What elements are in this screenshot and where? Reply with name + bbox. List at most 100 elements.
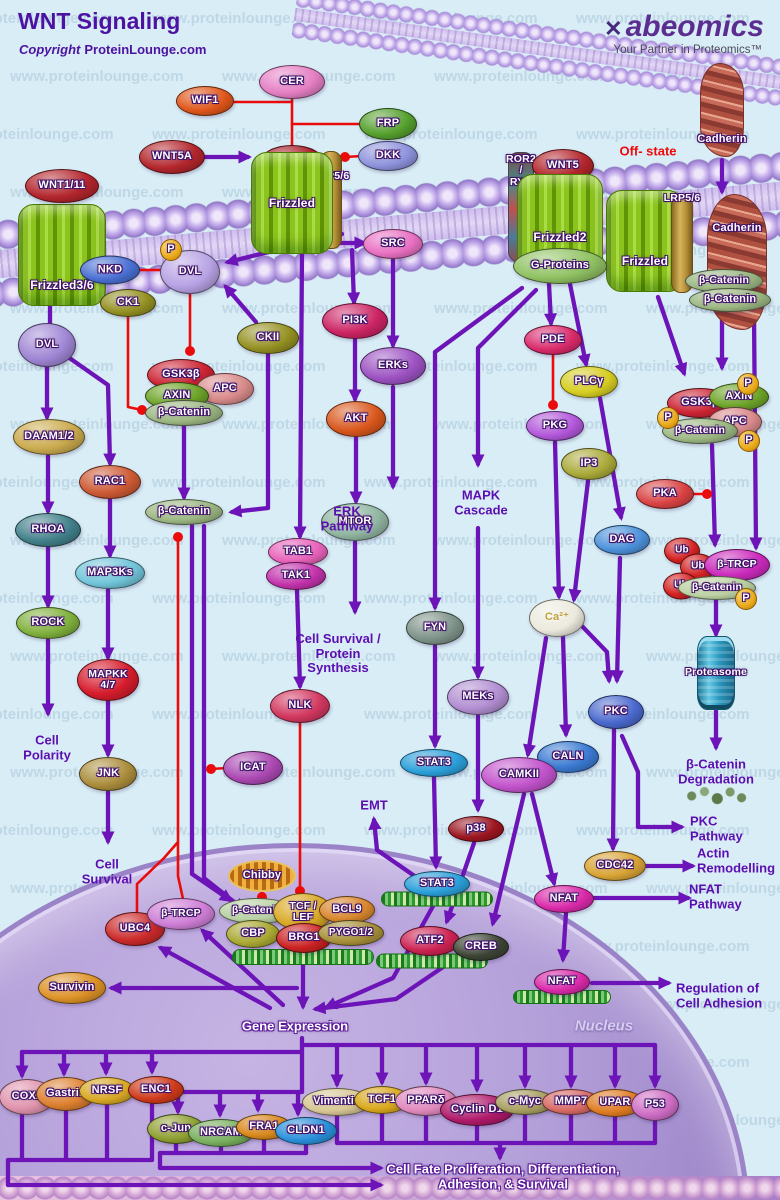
watermark-text: www.proteinlounge.com	[364, 590, 538, 607]
node-frp-label: FRP	[376, 117, 400, 130]
watermark-text: www.proteinlounge.com	[434, 300, 608, 317]
node-pde-label: PDE	[541, 333, 565, 346]
arrow-line-45	[619, 733, 685, 834]
watermark-text: www.proteinlounge.com	[576, 822, 750, 839]
node-creb: CREB	[453, 933, 509, 961]
node-degradation-debris	[684, 785, 748, 807]
node-tcf-lef-label: TCF / LEF	[289, 899, 317, 923]
node-nfat-nucleus-label: NFAT	[547, 975, 577, 988]
logo-tagline: Your Partner in Proteomics™	[613, 44, 762, 56]
watermark-text: www.proteinlounge.com	[576, 938, 750, 955]
node-beta-trcp-nucleus: β-TRCP	[147, 898, 215, 930]
node-gsk3b-right-label: GSK3β	[681, 396, 719, 409]
node-nfat-nucleus: NFAT	[534, 969, 590, 995]
arrow-line-20	[293, 249, 307, 540]
node-brg1-label: BRG1	[288, 931, 320, 944]
watermark-text: www.proteinlounge.com	[152, 590, 326, 607]
node-ck1: CK1	[100, 289, 156, 317]
node-beta-catenin-free: β-Catenin	[145, 499, 223, 525]
watermark-text: www.proteinlounge.com	[364, 474, 538, 491]
node-daam1-2: DAAM1/2	[13, 419, 85, 455]
node-frizzled-right-label: Frizzled	[621, 253, 669, 268]
node-cldn1-label: CLDN1	[287, 1124, 325, 1137]
node-axin-label: AXIN	[163, 389, 191, 402]
node-tak1: TAK1	[266, 562, 326, 590]
node-p53: P53	[631, 1089, 679, 1121]
pathway-label-9: Regulation of Cell Adhesion	[676, 980, 763, 1010]
watermark-text: www.proteinlounge.com	[0, 10, 114, 27]
node-stat3-cytosol: STAT3	[400, 749, 468, 777]
node-pygo1-2-label: PYGO1/2	[328, 926, 374, 938]
node-tcf1-label: TCF1	[367, 1093, 397, 1106]
node-dkk: DKK	[358, 141, 418, 171]
node-c-jun-label: c-Jun	[160, 1122, 192, 1135]
node-ip3: IP3	[561, 448, 617, 480]
watermark-text: www.proteinlounge.com	[152, 10, 326, 27]
node-pi3k: PI3K	[322, 303, 388, 339]
nucleus	[0, 843, 750, 1200]
node-akt: AKT	[326, 401, 386, 437]
node-beta-catenin-complex: β-Catenin	[145, 400, 223, 426]
node-ckii: CKII	[237, 322, 299, 354]
pathway-label-7: Actin Remodelling	[697, 845, 776, 875]
node-frizzled2-label: Frizzled2	[533, 229, 587, 244]
node-dkk-label: DKK	[375, 149, 401, 162]
node-ckii-label: CKII	[256, 331, 280, 344]
node-dag: DAG	[594, 525, 650, 555]
node-axin-right-label: AXIN	[725, 390, 753, 403]
watermark-text: www.proteinlounge.com	[10, 68, 184, 85]
node-beta-catenin-nucleus-label: β-Catenin	[231, 904, 283, 917]
node-frizzled-center: Frizzled	[251, 152, 333, 254]
node-erks: ERKs	[360, 347, 426, 385]
node-beta-catenin-ub-label: β-Catenin	[691, 581, 743, 594]
node-frp: FRP	[359, 108, 417, 140]
node-lrp5-6-right: LRP5/6	[664, 193, 700, 293]
node-map3ks: MAP3Ks	[75, 557, 145, 589]
node-beta-catenin-complex-label: β-Catenin	[157, 406, 211, 419]
node-rhoa-label: RHOA	[31, 523, 65, 536]
watermark-text: www.proteinlounge.com	[152, 474, 326, 491]
pathway-label-6: PKC Pathway	[690, 813, 743, 843]
watermark-text: www.proteinlounge.com	[434, 532, 608, 549]
node-beta-catenin-cadherin-2-label: β-Catenin	[703, 293, 757, 306]
node-tak1-label: TAK1	[281, 569, 311, 582]
node-pkg: PKG	[526, 411, 584, 441]
node-phospho-right-3-label: P	[745, 434, 753, 447]
node-wnt5a-label: WNT5A	[151, 150, 193, 163]
node-nrcam-label: NRCAM	[200, 1126, 242, 1139]
node-wif1: WIF1	[176, 86, 234, 116]
abeomics-logo-text: abeomics	[625, 10, 764, 43]
arrow-line-27	[567, 281, 591, 368]
node-plc-gamma: PLCγ	[560, 366, 618, 398]
node-atf2: ATF2	[400, 926, 460, 956]
node-enc1-label: ENC1	[140, 1083, 172, 1096]
node-wnt1-11-label: WNT1/11	[38, 179, 86, 192]
node-proteasome: Proteasome	[685, 636, 747, 710]
node-c-myc-label: c-Myc	[508, 1095, 542, 1108]
node-stat3-cytosol-label: STAT3	[416, 756, 452, 769]
node-rhoa: RHOA	[15, 513, 81, 547]
node-pkc: PKC	[588, 695, 644, 729]
node-beta-trcp-right-label: β-TRCP	[717, 558, 757, 571]
node-rock: ROCK	[16, 607, 80, 639]
node-chibby-label: Chibby	[242, 869, 282, 882]
node-chibby: Chibby	[228, 860, 296, 892]
inhibit-line-114	[126, 314, 147, 415]
node-g-proteins-label: G-Proteins	[530, 259, 590, 272]
arrow-line-29	[428, 285, 525, 611]
node-dvl-label: DVL	[178, 265, 202, 278]
node-cdc42: CDC42	[584, 851, 646, 881]
node-mmp7-label: MMP7	[554, 1095, 588, 1108]
node-mapkk4-7: MAPKK 4/7	[77, 659, 139, 701]
watermark-text: www.proteinlounge.com	[0, 822, 114, 839]
node-cbp: CBP	[226, 920, 280, 948]
node-nkd: NKD	[80, 255, 140, 285]
node-frizzled3-6-label: Frizzled3/6	[30, 277, 94, 292]
node-dag-label: DAG	[609, 533, 635, 546]
node-wnt5-label: WNT5	[547, 159, 579, 172]
node-nlk: NLK	[270, 689, 330, 723]
node-lrp5-6-right-label: LRP5/6	[663, 192, 701, 205]
node-erks-label: ERKs	[377, 359, 409, 372]
node-p38-label: p38	[466, 822, 486, 835]
